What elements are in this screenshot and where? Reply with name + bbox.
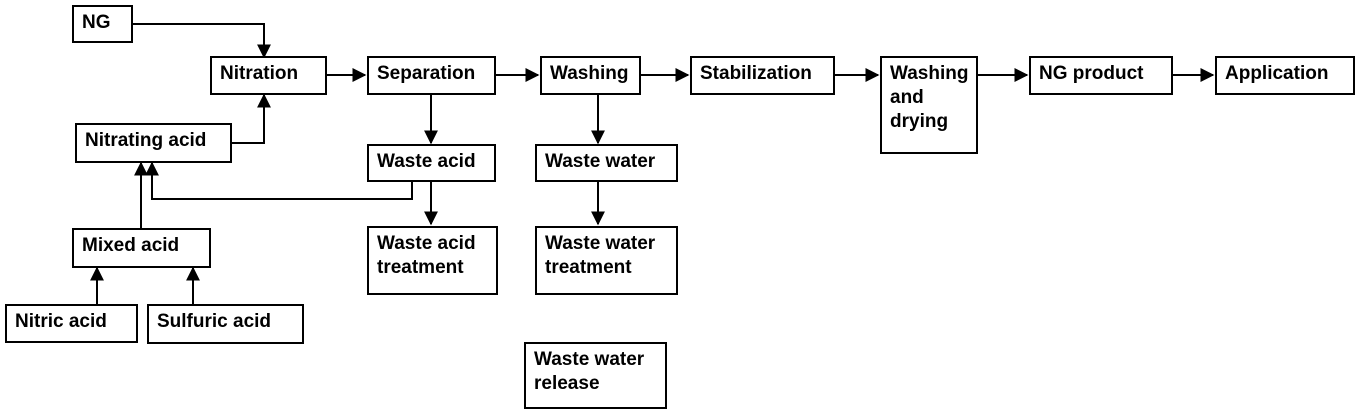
box-nitration: Nitration	[210, 56, 327, 95]
box-sulfuric-acid: Sulfuric acid	[147, 304, 304, 344]
box-waste-water: Waste water	[535, 144, 678, 182]
box-washing-and-drying: Washing and drying	[880, 56, 978, 154]
box-application: Application	[1215, 56, 1355, 95]
box-waste-water-release: Waste water release	[524, 342, 667, 409]
box-stabilization: Stabilization	[690, 56, 835, 95]
box-separation: Separation	[367, 56, 496, 95]
box-mixed-acid: Mixed acid	[72, 228, 211, 268]
arrow-waste-acid-recycle-to-nitrating-acid	[145, 161, 413, 200]
arrow-nitrating-acid-to-nitration	[232, 93, 271, 144]
box-ng: NG	[72, 5, 133, 43]
box-ng-product: NG product	[1029, 56, 1173, 95]
box-nitrating-acid: Nitrating acid	[75, 123, 232, 163]
arrow-ng-to-nitration	[133, 23, 271, 59]
box-nitric-acid: Nitric acid	[5, 304, 138, 343]
box-waste-water-treatment: Waste water treatment	[535, 226, 678, 295]
box-waste-acid: Waste acid	[367, 144, 496, 182]
box-washing: Washing	[540, 56, 641, 95]
box-waste-acid-treatment: Waste acid treatment	[367, 226, 498, 295]
